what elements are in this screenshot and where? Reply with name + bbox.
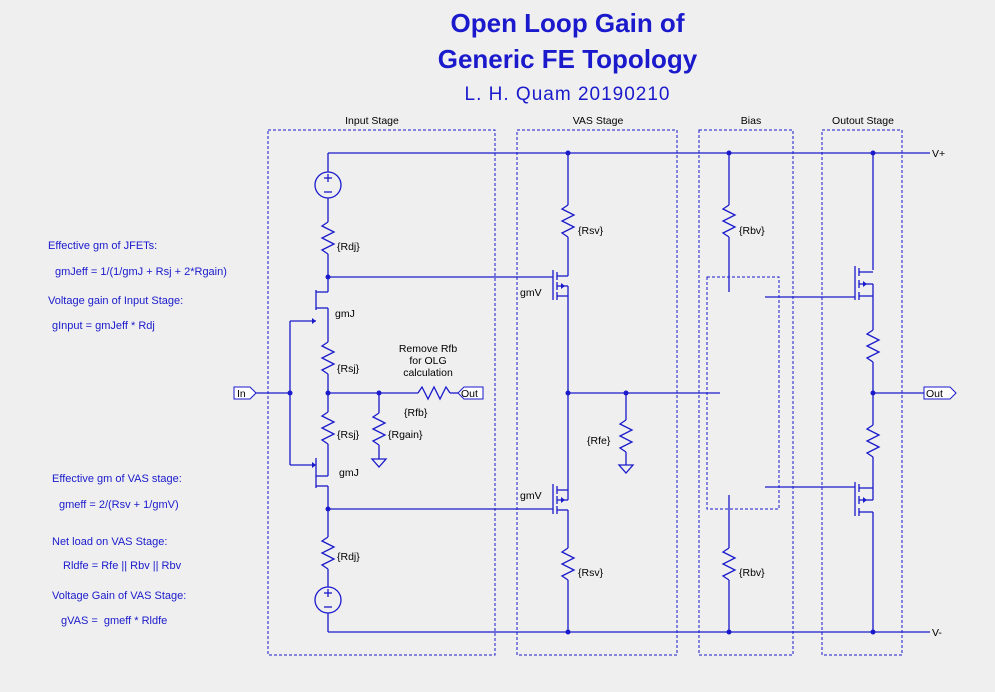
label-rdj-top: {Rdj}: [337, 241, 360, 253]
resistor-rdj-top: [320, 221, 336, 255]
ground-icon: [617, 464, 635, 474]
note-vas-load-heading: Net load on VAS Stage:: [52, 536, 168, 548]
feedback-out-port: [457, 386, 484, 400]
remove-rfb-note-3: calculation: [403, 367, 453, 379]
label-rfb: {Rfb}: [404, 407, 428, 419]
resistor-rbv-top: [721, 204, 737, 238]
feedback-out-label: Out: [461, 388, 478, 400]
resistor-output-bottom: [865, 424, 881, 458]
resistor-rsv-top: [560, 204, 576, 238]
input-port: [233, 386, 257, 400]
resistor-rdj-bottom: [320, 536, 336, 570]
vas-stage-label: VAS Stage: [573, 115, 624, 127]
ground-icon: [370, 458, 388, 468]
label-rsj-bottom: {Rsj}: [337, 429, 360, 441]
label-rbv-bottom: {Rbv}: [739, 567, 765, 579]
negative-rail-label: V-: [932, 627, 942, 639]
output-port: [923, 386, 957, 400]
resistor-rfe: [618, 419, 634, 453]
label-rsv-bottom: {Rsv}: [578, 567, 604, 579]
output-port-label: Out: [926, 388, 943, 400]
resistor-output-top: [865, 329, 881, 363]
note-input-gain-formula: gInput = gmJeff * Rdj: [52, 320, 155, 332]
resistor-rsj-top: [320, 341, 336, 375]
label-rfe: {Rfe}: [587, 435, 611, 447]
input-stage-label: Input Stage: [345, 115, 399, 127]
label-gmv-top: gmV: [520, 287, 542, 299]
resistor-rbv-bottom: [721, 547, 737, 581]
resistor-rfb: [417, 385, 451, 401]
input-port-label: In: [237, 388, 246, 400]
title-line-3: L. H. Quam 20190210: [464, 84, 671, 105]
title-line-2: Generic FE Topology: [437, 44, 698, 74]
resistor-rgain: [371, 412, 387, 446]
label-rdj-bottom: {Rdj}: [337, 551, 360, 563]
bias-stage-label: Bias: [741, 115, 761, 127]
label-rsj-top: {Rsj}: [337, 363, 360, 375]
note-input-gain-heading: Voltage gain of Input Stage:: [48, 295, 184, 307]
note-vas-load-formula: Rldfe = Rfe || Rbv || Rbv: [63, 560, 182, 572]
output-stage-label: Outout Stage: [832, 115, 894, 127]
resistor-rsv-bottom: [560, 547, 576, 581]
label-rsv-top: {Rsv}: [578, 225, 604, 237]
note-vas-gain-heading: Voltage Gain of VAS Stage:: [52, 590, 187, 602]
note-vas-gain-formula: gVAS = gmeff * Rldfe: [61, 615, 168, 627]
label-gmv-bottom: gmV: [520, 490, 542, 502]
remove-rfb-note-2: for OLG: [409, 355, 446, 367]
note-jfet-gm-heading: Effective gm of JFETs:: [48, 240, 158, 252]
note-vas-gm-heading: Effective gm of VAS stage:: [52, 473, 182, 485]
resistor-rsj-bottom: [320, 411, 336, 445]
remove-rfb-note-1: Remove Rfb: [399, 343, 458, 355]
note-jfet-gm-formula: gmJeff = 1/(1/gmJ + Rsj + 2*Rgain): [55, 266, 227, 278]
positive-rail-label: V+: [932, 148, 945, 160]
title-line-1: Open Loop Gain of: [450, 8, 685, 38]
label-gmj-bottom: gmJ: [339, 467, 359, 479]
label-gmj-top: gmJ: [335, 308, 355, 320]
note-vas-gm-formula: gmeff = 2/(Rsv + 1/gmV): [59, 499, 179, 511]
label-rgain: {Rgain}: [388, 429, 423, 441]
label-rbv-top: {Rbv}: [739, 225, 765, 237]
